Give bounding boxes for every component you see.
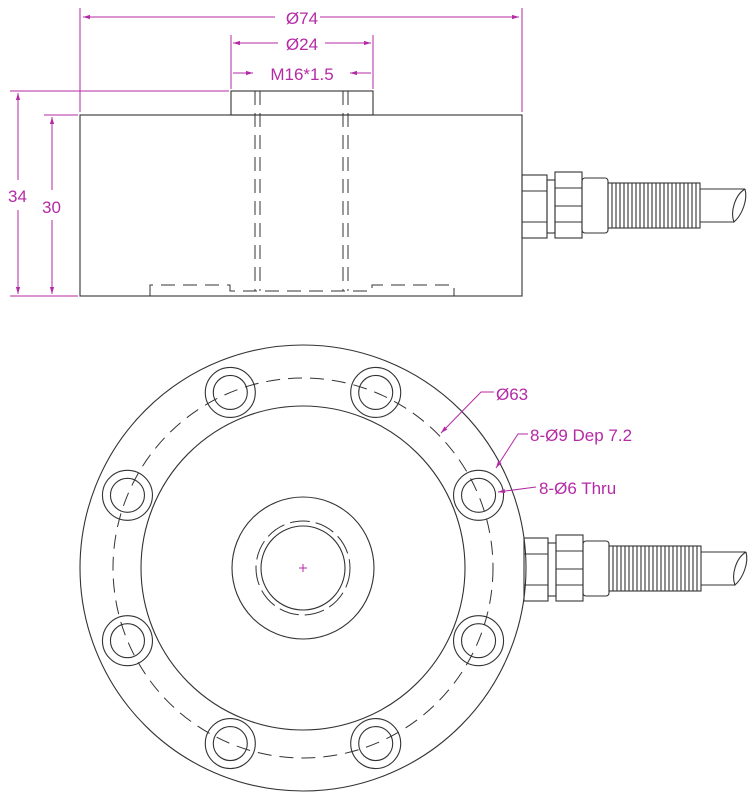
hole-circle: [109, 477, 146, 513]
hole-circle: [204, 366, 256, 419]
dim-through-hole: 8-Ø6 Thru: [539, 479, 616, 498]
top-leaders: [440, 391, 537, 494]
center-thread-outer: [255, 520, 351, 616]
dim-total-height: 34: [8, 187, 27, 206]
bolt-hole: [204, 717, 256, 770]
hole-circle: [350, 717, 402, 770]
pitch-circle: [112, 377, 494, 759]
dim-pitch-circle: Ø63: [496, 385, 528, 404]
center-mark-icon: [299, 564, 307, 572]
hole-circle: [452, 615, 505, 667]
hole-circle: [204, 717, 256, 770]
hole-circle: [101, 469, 154, 521]
bolt-hole: [452, 615, 505, 667]
inner-circle: [140, 405, 466, 731]
cable-connector-top: [523, 534, 748, 602]
dim-outer-diameter: Ø74: [286, 9, 318, 28]
thread-hidden-lines: [149, 91, 455, 296]
dim-counterbore: 8-Ø9 Dep 7.2: [530, 426, 632, 445]
hole-circle: [460, 623, 497, 659]
side-dimensions: [10, 8, 523, 297]
center-boss: [231, 496, 375, 640]
hole-circle: [212, 725, 248, 762]
bolt-holes: [101, 366, 505, 770]
bolt-hole: [101, 469, 154, 521]
dim-boss-diameter: Ø24: [286, 35, 318, 54]
hole-circle: [452, 469, 505, 521]
hole-circle: [350, 366, 402, 419]
top-view: Ø63 8-Ø9 Dep 7.2 8-Ø6 Thru: [79, 344, 748, 792]
hole-circle: [212, 374, 248, 411]
boss-outline: [230, 90, 374, 116]
bolt-hole: [204, 366, 256, 419]
bolt-hole: [452, 469, 505, 521]
hole-circle: [358, 725, 394, 762]
body-outline: [79, 114, 523, 297]
dim-thread: M16*1.5: [270, 65, 333, 84]
bolt-hole: [101, 615, 154, 667]
side-view: Ø74 Ø24 M16*1.5 34 30: [8, 8, 747, 297]
bolt-hole: [350, 717, 402, 770]
bolt-hole: [350, 366, 402, 419]
dim-body-height: 30: [42, 198, 61, 217]
hole-circle: [460, 477, 497, 513]
center-thread-inner: [260, 525, 346, 611]
hole-circle: [101, 615, 154, 667]
outer-circle: [79, 344, 527, 792]
hole-circle: [109, 623, 146, 659]
cable-connector-side: [521, 171, 747, 239]
hole-circle: [358, 374, 394, 411]
